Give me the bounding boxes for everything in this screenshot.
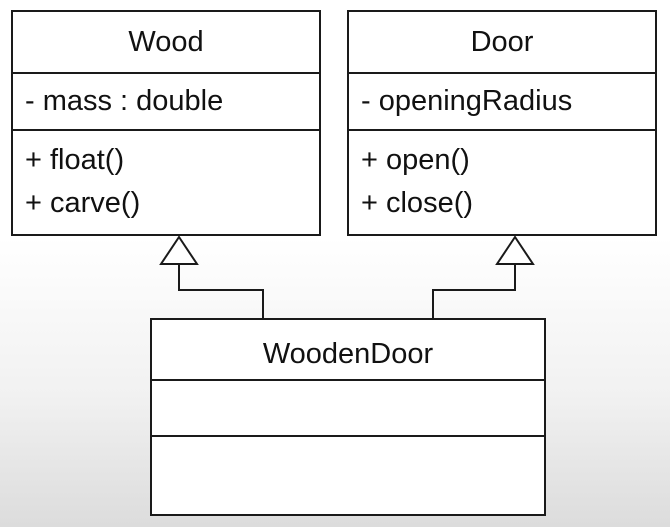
method-compartment: + float() + carve() [13, 131, 319, 225]
generalization-arrow-door [432, 235, 535, 318]
class-name: Wood [13, 12, 319, 74]
method: + open() [361, 144, 470, 176]
method: + close() [361, 187, 474, 219]
attribute-compartment: - openingRadius [349, 74, 655, 131]
generalization-arrow-wood [159, 235, 264, 318]
method: + carve() [25, 187, 141, 219]
method: + float() [25, 144, 125, 176]
class-name: WoodenDoor [152, 320, 544, 381]
hollow-triangle-arrowhead [495, 235, 535, 265]
class-wooden-door: WoodenDoor [150, 318, 546, 516]
class-wood: Wood - mass : double + float() + carve() [11, 10, 321, 236]
attribute-compartment: - mass : double [13, 74, 319, 131]
method-compartment: + open() + close() [349, 131, 655, 225]
attribute-compartment [152, 381, 544, 437]
connector-line [432, 264, 516, 318]
class-name: Door [349, 12, 655, 74]
attribute: - mass : double [25, 85, 224, 117]
class-door: Door - openingRadius + open() + close() [347, 10, 657, 236]
attribute: - openingRadius [361, 85, 573, 117]
connector-line [178, 264, 264, 318]
hollow-triangle-arrowhead [159, 235, 199, 265]
method-compartment [152, 437, 544, 512]
